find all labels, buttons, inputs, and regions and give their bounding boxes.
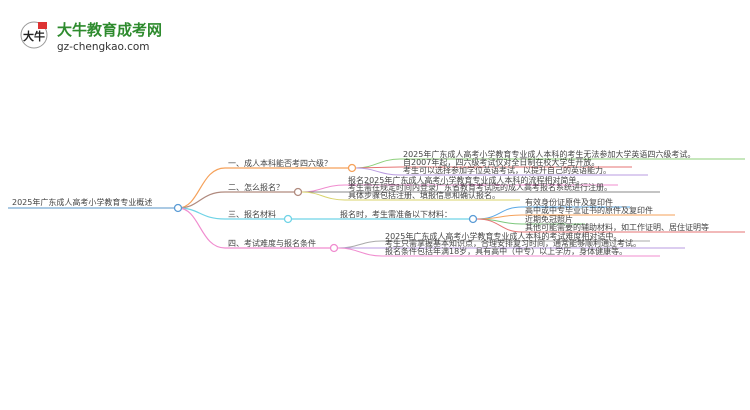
branch-3-child-toggle[interactable] [468, 214, 478, 224]
leaf: 近期免冠照片 [525, 214, 573, 224]
branch-3-label[interactable]: 三、报名材料 [228, 209, 276, 219]
leaf: 高中或中专毕业证书的原件及复印件 [525, 205, 653, 215]
leaf: 报名条件包括年满18岁，具有高中（中专）以上学历，身体健康等。 [385, 246, 627, 256]
logo-mark-icon [20, 21, 48, 49]
branch-2-toggle[interactable] [293, 187, 303, 197]
leaf: 考生需在规定时间内登录广东省教育考试院的成人高考报名系统进行注册。 [348, 182, 612, 192]
logo-title: 大牛教育成考网 [57, 21, 162, 39]
leaf: 报名2025年广东成人高考小学教育专业成人本科的流程相对简单。 [348, 175, 584, 185]
branch-3-child-label[interactable]: 报名时，考生需准备以下材料： [340, 209, 452, 219]
leaf: 其他可能需要的辅助材料，如工作证明、居住证明等 [525, 222, 709, 232]
leaf: 具体步骤包括注册、填报信息和确认报名。 [348, 190, 500, 200]
leaf: 考生可以选择参加学位英语考试，以提升自己的英语能力。 [403, 165, 611, 175]
leaf: 自2007年起，四六级考试仅对全日制在校大学生开放。 [403, 157, 599, 167]
branch-4-toggle[interactable] [329, 243, 339, 253]
leaf: 考生只需掌握基本知识点，合理安排复习时间，通常能够顺利通过考试。 [385, 238, 641, 248]
leaf: 2025年广东成人高考小学教育专业成人本科的考试难度相对适中。 [385, 231, 621, 241]
branch-1-label[interactable]: 一、成人本科能否考四六级？ [228, 158, 332, 168]
branch-1-toggle[interactable] [347, 163, 357, 173]
logo-mark-text: 大牛 [23, 29, 45, 43]
logo: 大牛 大牛教育成考网 gz-chengkao.com [20, 21, 162, 53]
logo-url: gz-chengkao.com [57, 41, 150, 53]
leaf: 有效身份证原件及复印件 [525, 197, 613, 207]
branch-2-label[interactable]: 二、怎么报名？ [228, 182, 284, 192]
branch-4-label[interactable]: 四、考试难度与报名条件 [228, 238, 316, 248]
leaf: 2025年广东成人高考小学教育专业成人本科的考生无法参加大学英语四六级考试。 [403, 149, 695, 159]
logo-seal [38, 22, 47, 29]
root-collapse-toggle[interactable] [173, 203, 183, 213]
root-node[interactable]: 2025年广东成人高考小学教育专业概述 [12, 197, 152, 207]
branch-3-toggle[interactable] [283, 214, 293, 224]
